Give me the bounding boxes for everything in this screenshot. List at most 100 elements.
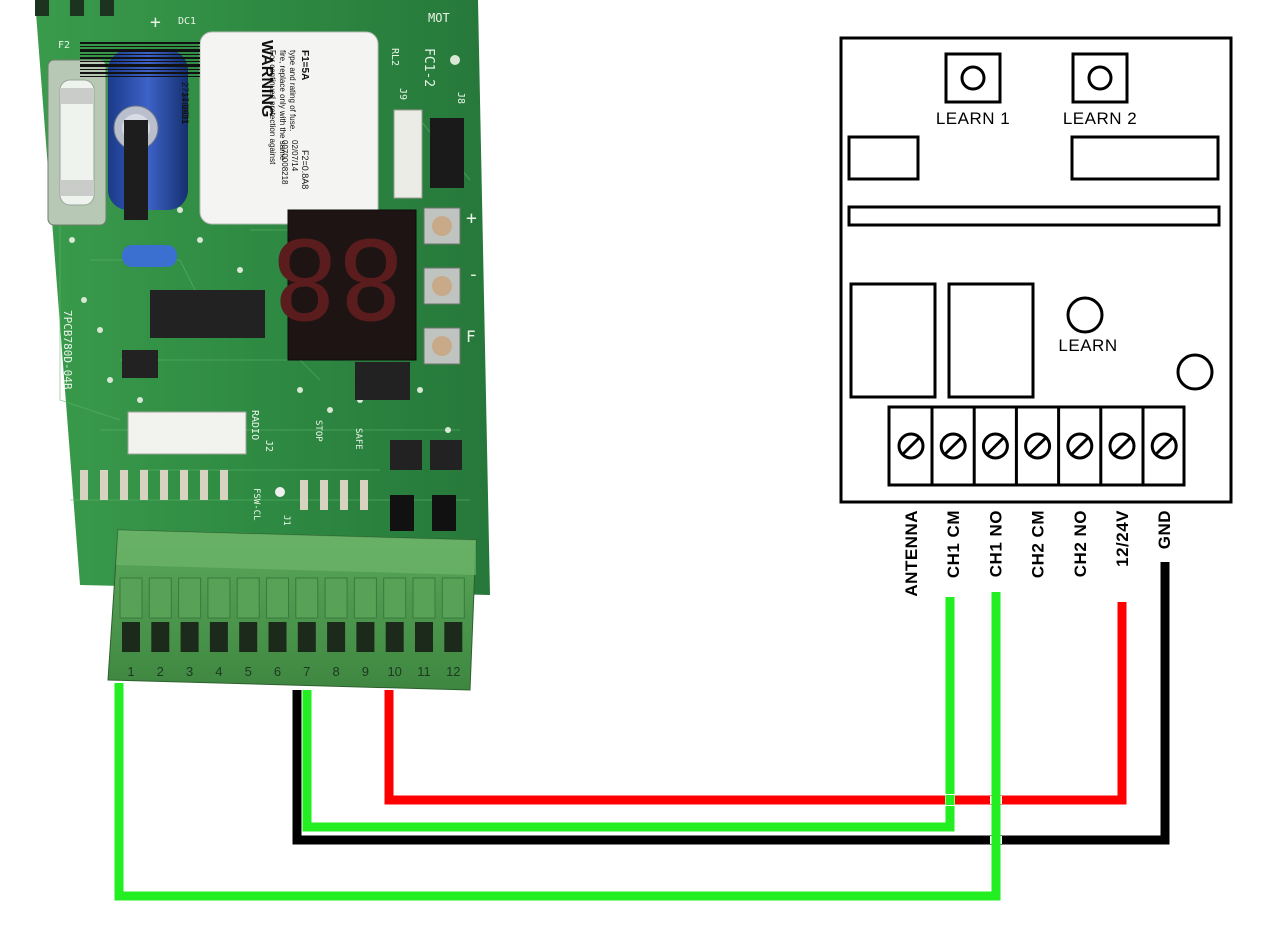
- terminal-screw-housing: [266, 577, 289, 619]
- receiver-pin-label: CH2 NO: [1071, 510, 1090, 577]
- terminal-slot[interactable]: [327, 622, 346, 652]
- terminal-screw-housing: [148, 577, 172, 619]
- learn-button-icon[interactable]: [1066, 296, 1104, 334]
- receiver-pin-label: 12/24V: [1113, 510, 1132, 567]
- terminal-slot[interactable]: [122, 622, 140, 652]
- fuse-label: F2: [58, 40, 70, 51]
- receiver-outline: [839, 36, 1233, 504]
- fuse-rating-f2: F2=0.8A8: [300, 150, 310, 189]
- connector-label-j1: J1: [281, 515, 291, 526]
- screw-slot: [901, 436, 921, 456]
- fsw-label: FSW-CL: [251, 488, 261, 521]
- screw-terminal-icon[interactable]: [897, 432, 925, 460]
- terminal-number: 9: [362, 664, 369, 679]
- learn2-button[interactable]: [1071, 52, 1129, 104]
- board-part-number: 7PCB780D-04B: [61, 310, 74, 390]
- screw-slot: [1028, 436, 1047, 456]
- button-f-icon[interactable]: [432, 336, 452, 356]
- terminal-screw-housing: [119, 577, 143, 619]
- screw-slot: [1070, 436, 1089, 456]
- terminal-slot[interactable]: [209, 622, 228, 652]
- seven-segment-display: 88: [272, 209, 417, 361]
- receiver-pin-label: CH2 CM: [1029, 510, 1048, 578]
- terminal-slot[interactable]: [151, 622, 170, 652]
- screw-slot: [1155, 436, 1174, 456]
- terminal-slot[interactable]: [444, 622, 463, 652]
- top-header: [35, 0, 114, 16]
- terminal-slot[interactable]: [356, 622, 375, 652]
- blue-component: [122, 245, 177, 267]
- learn1-button-icon: [960, 65, 986, 91]
- receiver-strip: [847, 205, 1221, 227]
- terminal-slot[interactable]: [180, 622, 199, 652]
- receiver-terminal-strip: [887, 405, 1186, 487]
- warning-line-3: type and rating of fuse.: [288, 50, 297, 131]
- receiver-pin-label: ANTENNA: [902, 510, 921, 597]
- screw-slot: [944, 436, 963, 456]
- terminal-screw-housing: [236, 577, 260, 619]
- black-component: [124, 120, 148, 220]
- screw-slot: [1112, 436, 1132, 456]
- fuse-rating-f1: F1=5A: [299, 50, 310, 80]
- terminal-slot[interactable]: [268, 622, 287, 652]
- receiver-screws: [897, 407, 1178, 485]
- connector-label-j2: J2: [263, 440, 274, 452]
- sticker-serial: 0070008218: [280, 140, 289, 185]
- terminal-screw-housing: [295, 577, 319, 619]
- receiver-component-right: [1070, 135, 1220, 181]
- terminal-slot[interactable]: [385, 622, 404, 652]
- fuse-holder: [47, 59, 107, 226]
- barcode-number: 2714.0681: [180, 82, 190, 125]
- terminal-slot[interactable]: [415, 622, 433, 652]
- capacitor-label: DC1: [178, 16, 196, 27]
- button-plus-label: +: [466, 208, 477, 229]
- connector-label-j9: J9: [397, 88, 408, 100]
- terminal-number: 1: [127, 664, 134, 679]
- screw-terminal-icon[interactable]: [1024, 432, 1052, 460]
- terminal-number: 10: [387, 664, 401, 679]
- button-minus-icon[interactable]: [432, 276, 452, 296]
- receiver-relay-1: [849, 282, 937, 399]
- terminal-screw-housing: [383, 577, 407, 619]
- ic-chip-main: [150, 290, 265, 338]
- receiver-relay-2: [947, 282, 1035, 399]
- diodes: [390, 495, 456, 531]
- terminal-screw-housing: [324, 577, 348, 619]
- ic-chip-driver: [355, 362, 410, 400]
- button-f-label: F: [466, 327, 476, 346]
- wire-black-gnd: [292, 562, 1170, 845]
- ic-chip-b: [430, 440, 462, 470]
- connector-label-j8: J8: [455, 92, 466, 104]
- terminal-number: 3: [186, 664, 193, 679]
- terminal-slots: [119, 577, 465, 652]
- screw-slot: [986, 436, 1005, 456]
- mot-label: MOT: [428, 11, 450, 25]
- learn2-button-icon: [1087, 65, 1113, 91]
- wire-green-ch1-cm: [302, 597, 955, 832]
- screw-terminal-icon[interactable]: [1108, 432, 1136, 460]
- learn1-button[interactable]: [944, 52, 1002, 104]
- warning-sticker: 2714.0681 3760D1 WARNING For continued p…: [80, 31, 379, 225]
- warning-line-1: For continued protection against: [268, 50, 277, 165]
- wire-green-ch1-no: [114, 592, 1001, 901]
- board-buttons: [423, 207, 461, 365]
- screw-terminal-icon[interactable]: [981, 432, 1009, 460]
- receiver-pin-label: CH1 NO: [986, 510, 1005, 577]
- screw-terminal-icon[interactable]: [1066, 432, 1094, 460]
- terminal-slot[interactable]: [297, 622, 316, 652]
- radio-label: RADIO: [249, 410, 260, 440]
- screw-terminal-icon[interactable]: [939, 432, 967, 460]
- learn-label: LEARN: [1058, 336, 1117, 355]
- terminal-number: 6: [274, 664, 281, 679]
- screw-terminal-icon[interactable]: [1150, 432, 1178, 460]
- jumper-j8: [430, 118, 464, 188]
- terminal-slot[interactable]: [239, 622, 258, 652]
- receiver-pin-label: GND: [1155, 510, 1174, 549]
- terminal-number: 12: [446, 664, 460, 679]
- safe-label: SAFE: [353, 428, 363, 450]
- button-plus-icon[interactable]: [432, 216, 452, 236]
